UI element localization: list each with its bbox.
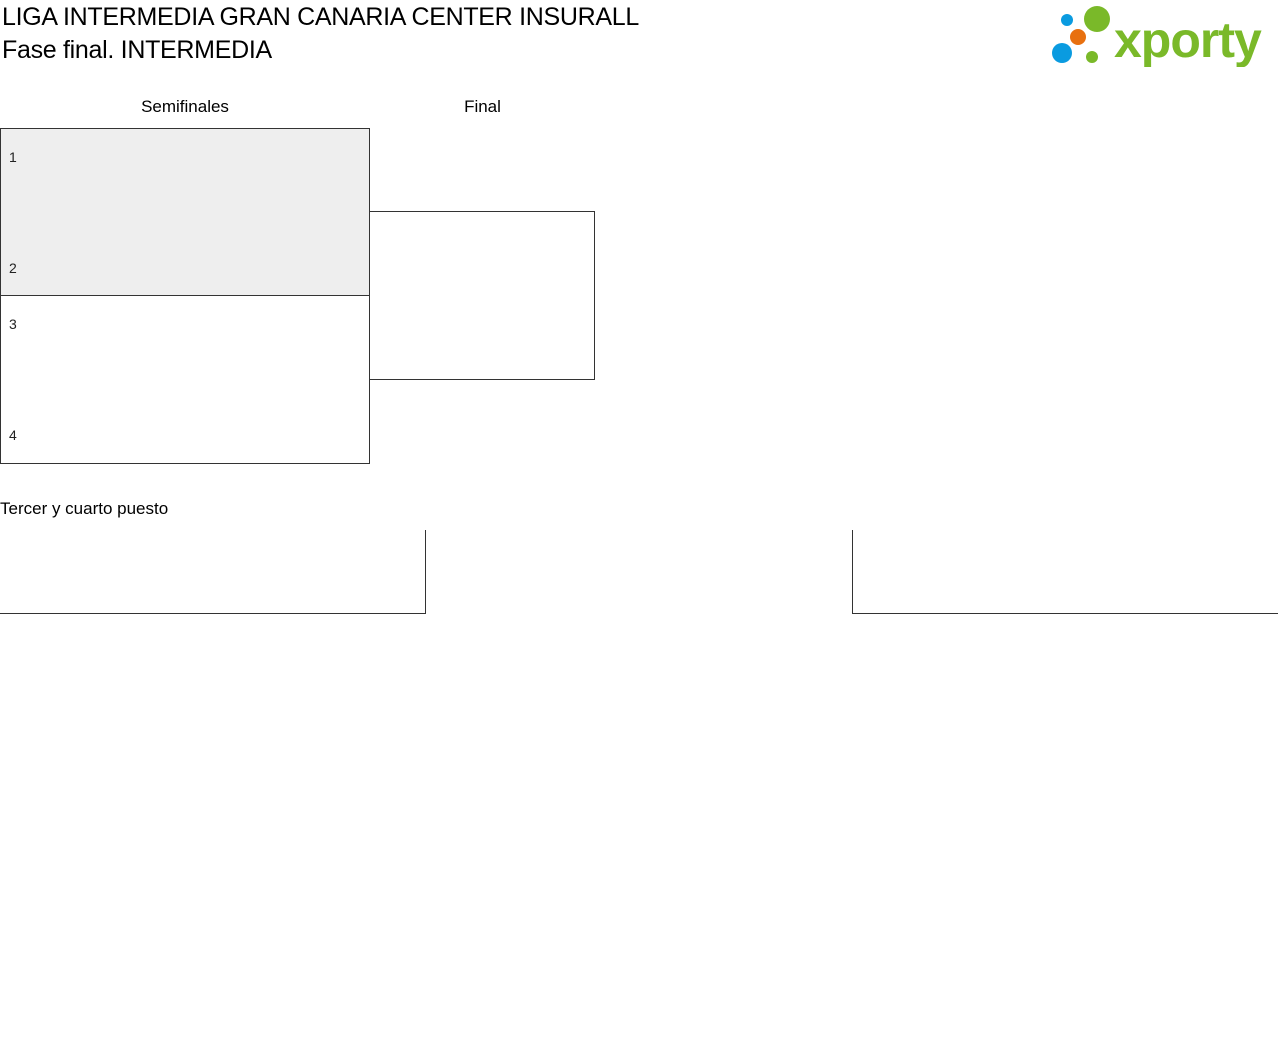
xporty-logo: xporty [1052, 6, 1263, 67]
final-match[interactable] [369, 211, 595, 380]
semifinal-match-1[interactable]: 1 2 [0, 128, 370, 296]
semifinal-match-2[interactable]: 3 4 [0, 295, 370, 464]
round-header-semifinales: Semifinales [141, 97, 229, 116]
seed-3: 3 [9, 316, 17, 332]
page-subtitle: Fase final. INTERMEDIA [2, 36, 272, 64]
page-title: LIGA INTERMEDIA GRAN CANARIA CENTER INSU… [2, 3, 639, 31]
seed-4: 4 [9, 427, 17, 443]
seed-1: 1 [9, 149, 17, 165]
svg-text:xporty: xporty [1114, 12, 1262, 67]
seed-2: 2 [9, 260, 17, 276]
third-place-slot-1 [0, 530, 426, 614]
third-place-heading: Tercer y cuarto puesto [0, 499, 169, 518]
round-header-final: Final [464, 97, 501, 116]
third-place-slot-2 [852, 530, 1278, 614]
